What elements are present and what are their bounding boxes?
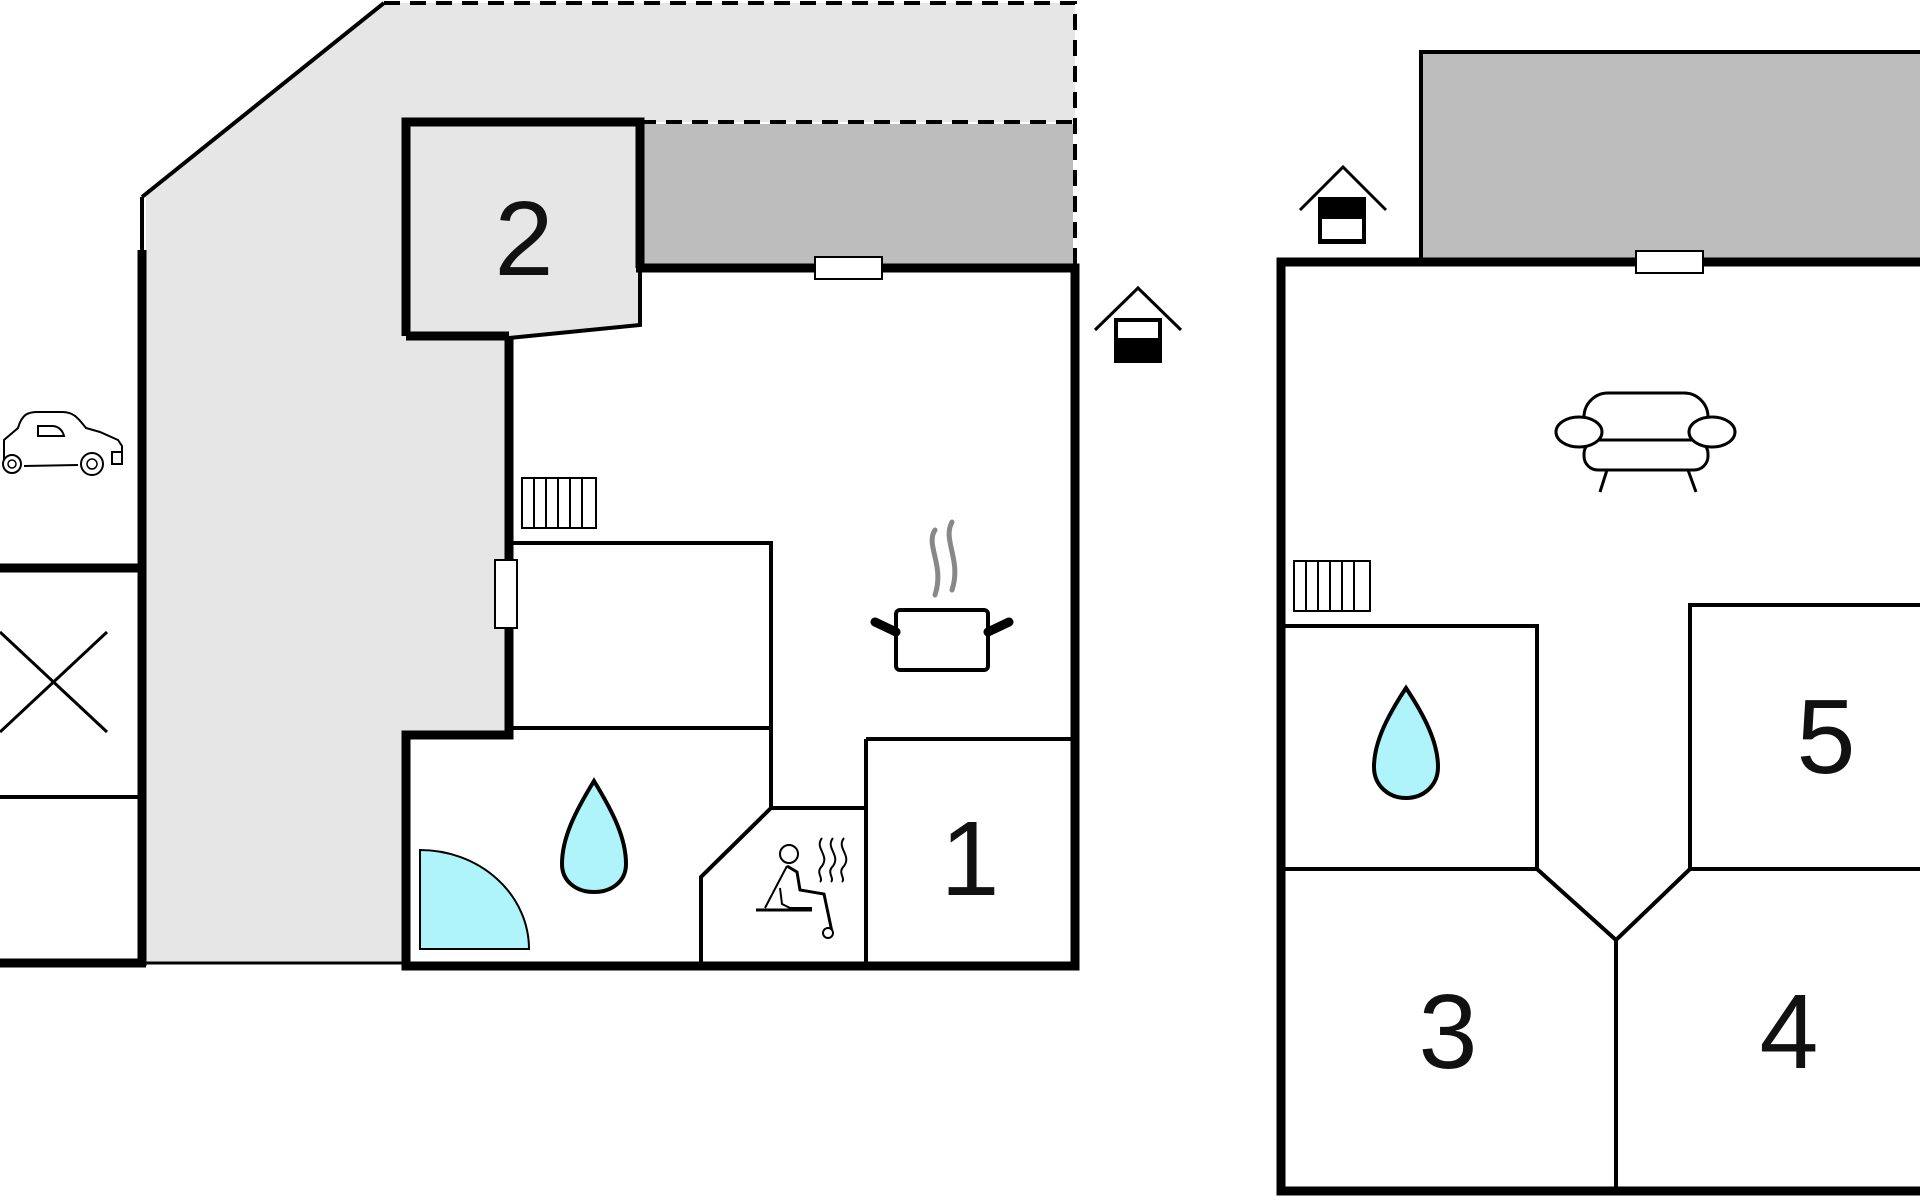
window	[814, 256, 883, 280]
shower-icon	[419, 848, 531, 950]
sofa-icon	[1554, 391, 1737, 493]
water-drop-icon	[559, 777, 629, 895]
water-drop-icon	[1371, 684, 1441, 801]
window	[494, 559, 518, 629]
entrance-icon	[1093, 285, 1183, 363]
left-building: 2 1	[0, 1, 1183, 971]
radiator-icon	[1293, 560, 1371, 612]
outdoor-area-light	[142, 3, 1075, 963]
room-2-label: 2	[495, 180, 554, 298]
cross-icon	[0, 630, 109, 734]
covered-terrace	[640, 124, 1073, 264]
room-4-label: 4	[1760, 973, 1819, 1091]
room-1-label: 1	[941, 800, 1000, 918]
room-5-label: 5	[1797, 678, 1856, 796]
cooking-pot-icon	[870, 519, 1014, 672]
window	[1635, 250, 1704, 274]
room-3-label: 3	[1419, 973, 1478, 1091]
right-building: 3 4 5	[1276, 50, 1920, 1196]
entrance-icon	[1298, 164, 1388, 244]
radiator-icon	[521, 477, 597, 529]
car-icon	[2, 411, 123, 476]
sauna-icon	[756, 837, 848, 939]
covered-terrace	[1421, 52, 1920, 260]
